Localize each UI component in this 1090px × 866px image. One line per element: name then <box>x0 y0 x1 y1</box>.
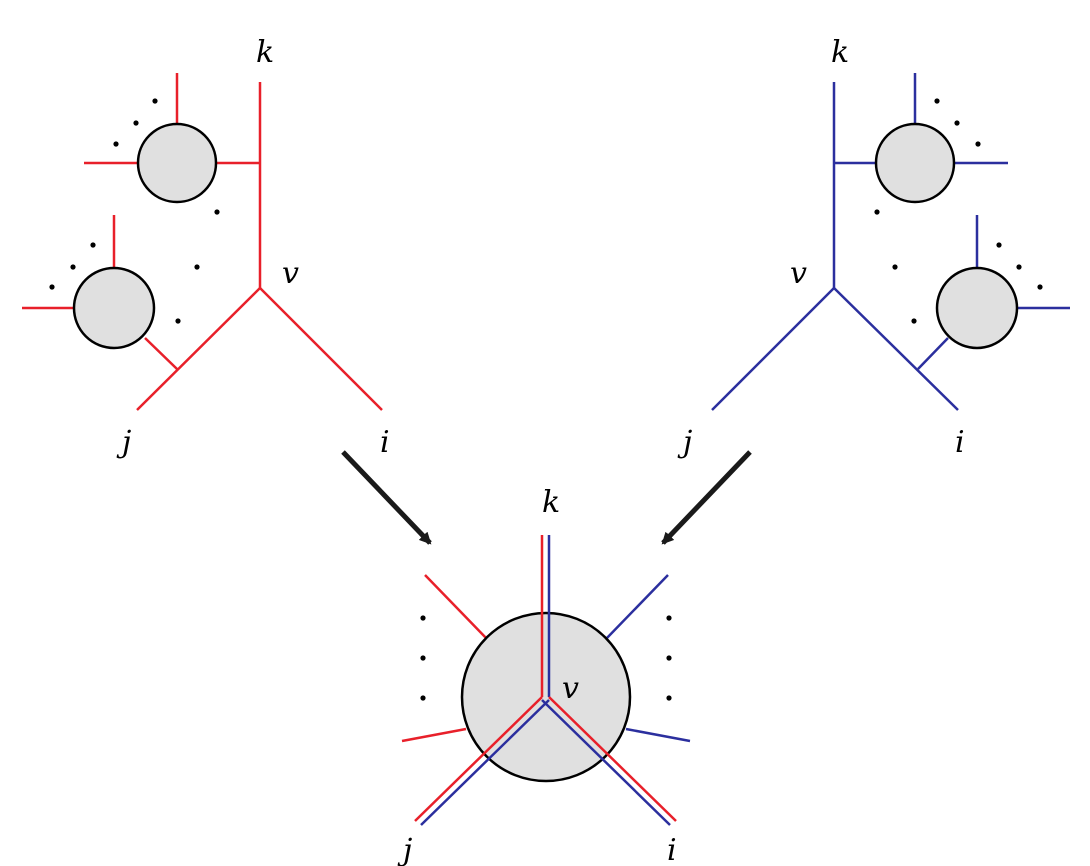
left-edge-j <box>136 287 261 411</box>
merged-blue-edge-i <box>541 699 671 826</box>
ellipsis-dot <box>152 98 158 104</box>
left-label-k: k <box>256 35 274 70</box>
left-ellipsis-dots <box>49 98 220 324</box>
ellipsis-dot <box>996 242 1002 248</box>
ellipsis-dot <box>70 264 76 270</box>
left-label-v: v <box>282 256 299 291</box>
merged-tree-edges <box>414 535 677 826</box>
merged-blue-edge-j <box>420 699 550 826</box>
ellipsis-dot <box>420 615 426 621</box>
merged-label-j: j <box>397 833 412 866</box>
right-lower-blob <box>935 266 1019 350</box>
right-label-i: i <box>955 425 965 460</box>
right-ellipsis-dots <box>874 98 1043 324</box>
ellipsis-dot <box>420 695 426 701</box>
left-lower-blob <box>72 266 156 350</box>
right-edge-j <box>711 287 835 411</box>
ellipsis-dot <box>113 141 119 147</box>
ellipsis-dot <box>911 318 917 324</box>
arrow-right-to-merged <box>661 450 752 545</box>
left-tree <box>22 73 383 411</box>
left-upper-blob <box>136 122 218 204</box>
merged-red-edge-i <box>548 696 677 822</box>
ellipsis-dot <box>90 242 96 248</box>
ellipsis-dot <box>1016 264 1022 270</box>
right-tree <box>711 73 1070 411</box>
merged-label-v: v <box>562 671 579 706</box>
merged-vertex-blob <box>460 611 632 783</box>
ellipsis-dot <box>934 98 940 104</box>
left-label-j: j <box>116 425 131 460</box>
ellipsis-dot <box>194 264 200 270</box>
ellipsis-dot <box>1037 284 1043 290</box>
left-edge-i <box>259 287 383 411</box>
right-label-j: j <box>677 425 692 460</box>
ellipsis-dot <box>214 209 220 215</box>
ellipsis-dot <box>874 209 880 215</box>
merged-red-leg-lower <box>401 727 467 743</box>
merged-blue-leg-lower <box>625 727 691 743</box>
merged-red-edge-j <box>414 696 543 822</box>
ellipsis-dot <box>666 615 672 621</box>
left-branch-lower <box>144 337 178 370</box>
right-upper-blob <box>874 122 956 204</box>
merged-ellipsis-dots <box>420 615 672 701</box>
ellipsis-dot <box>420 655 426 661</box>
ellipsis-dot <box>133 120 139 126</box>
right-label-k: k <box>831 35 849 70</box>
right-branch-lower <box>917 337 949 370</box>
ellipsis-dot <box>954 120 960 126</box>
ellipsis-dot <box>49 284 55 290</box>
merged-label-k: k <box>542 485 560 520</box>
right-label-v: v <box>790 256 807 291</box>
ellipsis-dot <box>666 655 672 661</box>
merged-label-i: i <box>667 833 677 866</box>
left-label-i: i <box>380 425 390 460</box>
merged-outer-legs <box>401 574 691 743</box>
arrow-left-to-merged <box>341 450 432 545</box>
ellipsis-dot <box>175 318 181 324</box>
ellipsis-dot <box>975 141 981 147</box>
merged-blue-leg-upper <box>604 574 669 641</box>
right-edge-i <box>833 287 959 411</box>
ellipsis-dot <box>892 264 898 270</box>
merged-red-leg-upper <box>424 574 489 641</box>
ellipsis-dot <box>666 695 672 701</box>
